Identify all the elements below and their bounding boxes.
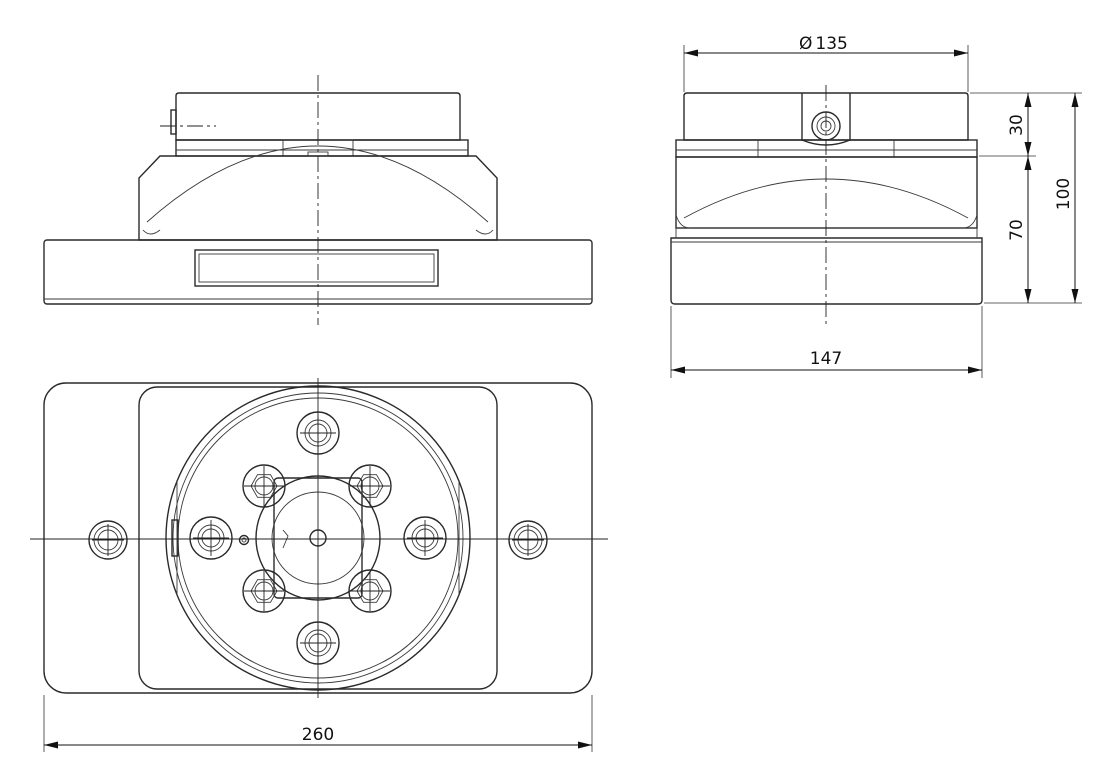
front-slot (194, 249, 439, 287)
side-body (675, 156, 978, 229)
side-top-cap (683, 92, 969, 141)
dim-width-label: 260 (302, 725, 334, 745)
side-base (670, 237, 983, 305)
dim-depth-label: 147 (810, 349, 842, 369)
front-side-stub (170, 109, 177, 135)
dim-height-upper-label: 30 (1007, 114, 1027, 136)
dim-height-total-label: 100 (1054, 178, 1074, 210)
front-ring (175, 139, 469, 157)
top-view: 260 (30, 378, 608, 752)
side-ring (675, 139, 978, 158)
front-view (43, 75, 593, 325)
top-index-pin (238, 534, 250, 546)
dim-height-lower-label: 70 (1007, 219, 1027, 241)
front-top-cap (175, 92, 461, 141)
